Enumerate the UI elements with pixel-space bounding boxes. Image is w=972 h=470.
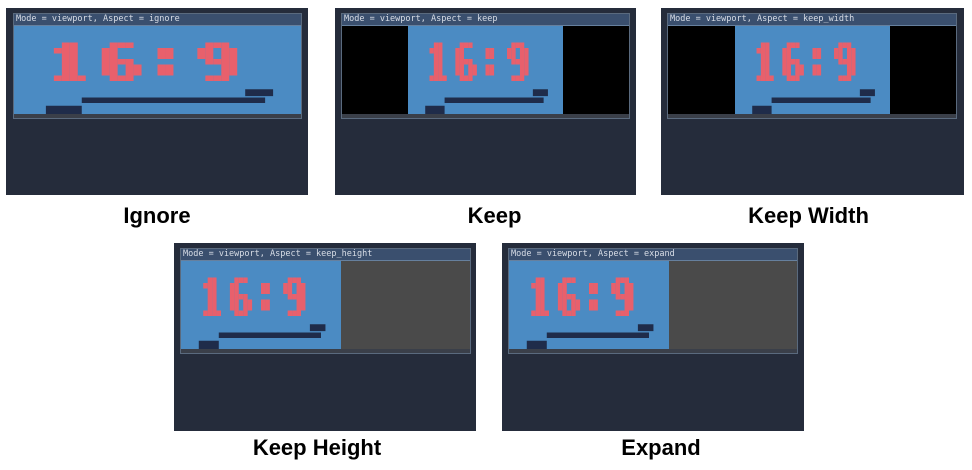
scene-16-9 (752, 42, 875, 114)
game-viewport (181, 261, 341, 349)
caption-ignore: Ignore (123, 203, 191, 228)
game-viewport (509, 261, 669, 349)
viewport-area-keep (342, 26, 629, 118)
game-viewport (14, 26, 301, 114)
viewport-area-ignore (14, 26, 301, 118)
letterbox-bar-left (342, 26, 408, 114)
game-window-keep-width[interactable]: Mode = viewport, Aspect = keep_width (667, 13, 957, 119)
panel-keep-height: Mode = viewport, Aspect = keep_height (174, 243, 476, 431)
caption-keep-height: Keep Height (252, 435, 382, 460)
caption-keep-width: Keep Width (748, 203, 869, 228)
window-title-keep-width[interactable]: Mode = viewport, Aspect = keep_width (668, 14, 956, 26)
scene-16-9 (425, 42, 548, 114)
viewport-area-expand (509, 261, 797, 353)
viewport-area-keep-width (668, 26, 956, 118)
expanded-area (341, 261, 470, 349)
window-title-keep-height[interactable]: Mode = viewport, Aspect = keep_height (181, 249, 470, 261)
caption-expand: Expand (621, 435, 701, 460)
game-viewport (735, 26, 890, 114)
game-window-expand[interactable]: Mode = viewport, Aspect = expand (508, 248, 798, 354)
scene-16-9 (198, 277, 326, 349)
game-window-keep[interactable]: Mode = viewport, Aspect = keep (341, 13, 630, 119)
caption-keep: Keep (467, 203, 522, 228)
window-title-expand[interactable]: Mode = viewport, Aspect = expand (509, 249, 797, 261)
letterbox-bar-left (668, 26, 735, 114)
scene-16-9 (45, 42, 274, 114)
game-window-ignore[interactable]: Mode = viewport, Aspect = ignore (13, 13, 302, 119)
window-title-keep[interactable]: Mode = viewport, Aspect = keep (342, 14, 629, 26)
panel-expand: Mode = viewport, Aspect = expand (502, 243, 804, 431)
expanded-area (669, 261, 797, 349)
panel-keep-width: Mode = viewport, Aspect = keep_width (661, 8, 964, 195)
panel-keep: Mode = viewport, Aspect = keep (335, 8, 636, 195)
letterbox-bar-right (563, 26, 629, 114)
game-window-keep-height[interactable]: Mode = viewport, Aspect = keep_height (180, 248, 471, 354)
viewport-area-keep-height (181, 261, 470, 353)
game-viewport (408, 26, 563, 114)
letterbox-bar-right (890, 26, 956, 114)
panel-ignore: Mode = viewport, Aspect = ignore (6, 8, 308, 195)
scene-16-9 (526, 277, 654, 349)
window-title-ignore[interactable]: Mode = viewport, Aspect = ignore (14, 14, 301, 26)
